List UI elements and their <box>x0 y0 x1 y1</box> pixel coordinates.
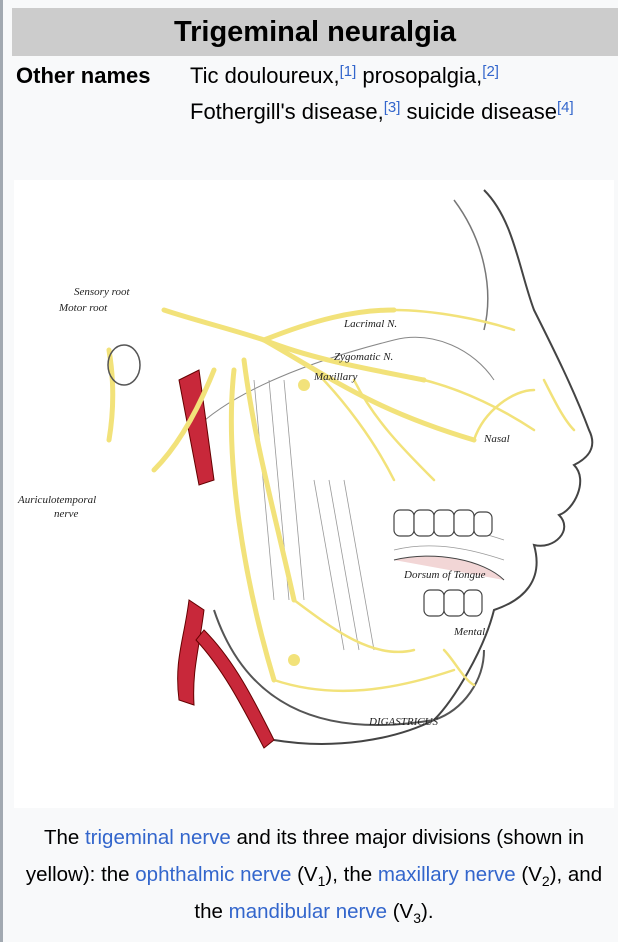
caption-text: The <box>43 826 85 849</box>
caption-text: (V <box>291 863 318 886</box>
subscript: 3 <box>413 910 422 926</box>
other-name: prosopalgia, <box>356 63 483 88</box>
trigeminal-nerve-illustration[interactable]: Sensory root Motor root Auriculotemporal… <box>14 180 614 808</box>
caption-text: and its three major divisions (shown in … <box>25 826 585 886</box>
subscript: 1 <box>317 873 326 889</box>
anatomy-drawing: Sensory root Motor root Auriculotemporal… <box>17 189 594 749</box>
label-dorsum: Dorsum of Tongue <box>403 569 486 581</box>
label-motor-root: Motor root <box>58 302 108 314</box>
reference-link[interactable]: [1] <box>339 63 357 80</box>
label-digastricus: DIGASTRICUS <box>368 716 439 728</box>
other-name: suicide disease <box>400 99 557 124</box>
reference-link[interactable]: [3] <box>383 99 401 116</box>
other-name: Tic douloureux, <box>190 63 340 88</box>
caption-text: ), the <box>325 863 378 886</box>
label-mental: Mental <box>453 626 485 638</box>
caption-text: ). <box>421 900 434 923</box>
reference-link[interactable]: [2] <box>482 63 499 80</box>
label-lacrimal: Lacrimal N. <box>343 318 397 330</box>
label-nerve: nerve <box>54 508 79 520</box>
figure-caption: The trigeminal nerve and its three major… <box>14 819 614 930</box>
reference-link[interactable]: [4] <box>556 99 574 116</box>
caption-text: (V <box>387 900 414 923</box>
label-nasal: Nasal <box>483 433 510 445</box>
maxillary-nerve-link[interactable]: maxillary nerve <box>377 863 516 886</box>
caption-text: (V <box>515 863 542 886</box>
label-auriculotemporal: Auriculotemporal <box>17 494 96 506</box>
label-sensory-root: Sensory root <box>74 286 130 298</box>
other-name: Fothergill's disease, <box>190 99 384 124</box>
subscript: 2 <box>541 873 550 889</box>
ophthalmic-nerve-link[interactable]: ophthalmic nerve <box>135 863 292 886</box>
trigeminal-nerve-link[interactable]: trigeminal nerve <box>84 826 231 849</box>
label-maxillary: Maxillary <box>313 371 357 383</box>
label-zygomatic: Zygomatic N. <box>334 351 393 363</box>
infobox-title: Trigeminal neuralgia <box>12 8 618 56</box>
caption-text: ), and the <box>194 863 603 923</box>
mandibular-nerve-link[interactable]: mandibular nerve <box>228 900 388 923</box>
left-border <box>0 0 3 942</box>
other-names-label: Other names <box>16 63 151 88</box>
other-names-value: Tic douloureux,[1] prosopalgia,[2] Fothe… <box>190 58 610 130</box>
